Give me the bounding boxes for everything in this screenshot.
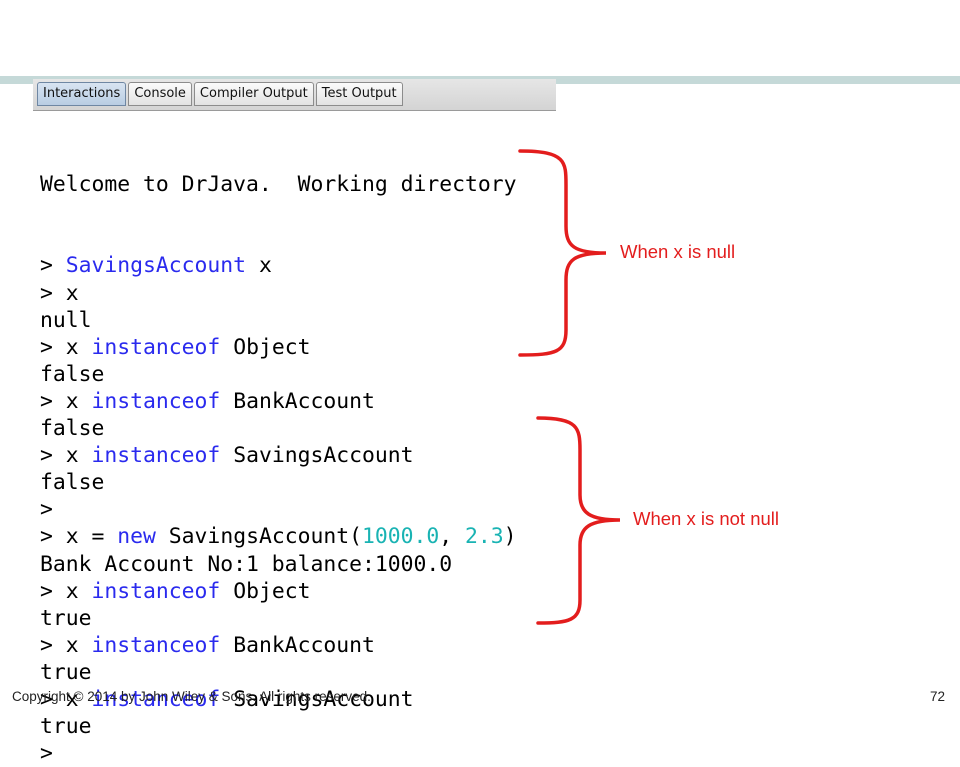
console-line: > x instanceof Object xyxy=(40,334,517,361)
keyword-token: instanceof xyxy=(91,632,221,658)
keyword-token: SavingsAccount xyxy=(65,253,247,279)
console-line: null xyxy=(40,307,517,334)
keyword-token: instanceof xyxy=(91,443,221,469)
code-text: > x xyxy=(40,334,92,360)
console-line: true xyxy=(40,659,517,686)
code-text: > xyxy=(40,497,53,523)
code-text: false xyxy=(40,361,105,387)
console-line: > SavingsAccount x xyxy=(40,252,517,279)
code-text: false xyxy=(40,470,105,496)
tab-test-output[interactable]: Test Output xyxy=(315,82,403,106)
code-text: Bank Account No:1 balance:1000.0 xyxy=(40,551,453,577)
code-text: SavingsAccount xyxy=(220,443,414,469)
null-brace xyxy=(518,149,607,357)
copyright-footer: Copyright © 2014 by John Wiley & Sons. A… xyxy=(12,689,371,704)
console-line: > xyxy=(40,496,517,523)
code-text: > x xyxy=(40,686,92,712)
console-line: > x instanceof SavingsAccount xyxy=(40,686,517,713)
console-line: true xyxy=(40,605,517,632)
console-line: false xyxy=(40,361,517,388)
annotation-null: When x is null xyxy=(620,241,736,262)
code-text: Object xyxy=(220,334,311,360)
code-text: > x xyxy=(40,280,79,306)
code-text: true xyxy=(40,605,92,631)
console-line: false xyxy=(40,469,517,496)
code-text: > x xyxy=(40,388,92,414)
not-null-brace xyxy=(536,416,621,625)
code-text: SavingsAccount xyxy=(220,686,414,712)
console-line: > xyxy=(40,740,517,767)
annotation-not-null: When x is not null xyxy=(633,508,780,529)
code-text: Object xyxy=(220,578,311,604)
code-text: null xyxy=(40,307,92,333)
console-line: > x instanceof SavingsAccount xyxy=(40,442,517,469)
console-line: > x instanceof BankAccount xyxy=(40,388,517,415)
number-token: 1000.0 xyxy=(361,524,440,550)
code-text: > xyxy=(40,253,66,279)
code-text: > xyxy=(40,741,53,767)
code-text: > x = xyxy=(40,524,118,550)
code-text: > x xyxy=(40,443,92,469)
code-text: > x xyxy=(40,632,92,658)
tab-interactions[interactable]: Interactions xyxy=(37,82,127,106)
tab-compiler-output[interactable]: Compiler Output xyxy=(193,82,314,106)
code-text: false xyxy=(40,416,105,442)
page-number: 72 xyxy=(930,689,946,704)
keyword-token: instanceof xyxy=(91,686,221,712)
code-text: SavingsAccount( xyxy=(155,524,362,550)
code-text: , xyxy=(439,524,466,550)
keyword-token: new xyxy=(117,524,156,550)
console-line: Bank Account No:1 balance:1000.0 xyxy=(40,551,517,578)
number-token: 2.3 xyxy=(465,524,504,550)
console-line: > x = new SavingsAccount(1000.0, 2.3) xyxy=(40,523,517,550)
code-text: true xyxy=(40,659,92,685)
annotation-braces xyxy=(518,149,621,625)
console-line: > x instanceof BankAccount xyxy=(40,632,517,659)
console-line: false xyxy=(40,415,517,442)
tab-console[interactable]: Console xyxy=(128,82,192,106)
welcome-line: Welcome to DrJava. Working directory xyxy=(40,172,517,198)
keyword-token: instanceof xyxy=(91,334,221,360)
code-text: x xyxy=(246,253,272,279)
interactions-pane[interactable]: Welcome to DrJava. Working directory > S… xyxy=(40,117,517,767)
keyword-token: instanceof xyxy=(91,578,221,604)
console-line: > x instanceof Object xyxy=(40,578,517,605)
code-text: ) xyxy=(503,524,517,550)
code-text: > x xyxy=(40,578,92,604)
code-text: BankAccount xyxy=(220,388,375,414)
code-text: BankAccount xyxy=(220,632,375,658)
keyword-token: instanceof xyxy=(91,388,221,414)
console-line: > x xyxy=(40,280,517,307)
